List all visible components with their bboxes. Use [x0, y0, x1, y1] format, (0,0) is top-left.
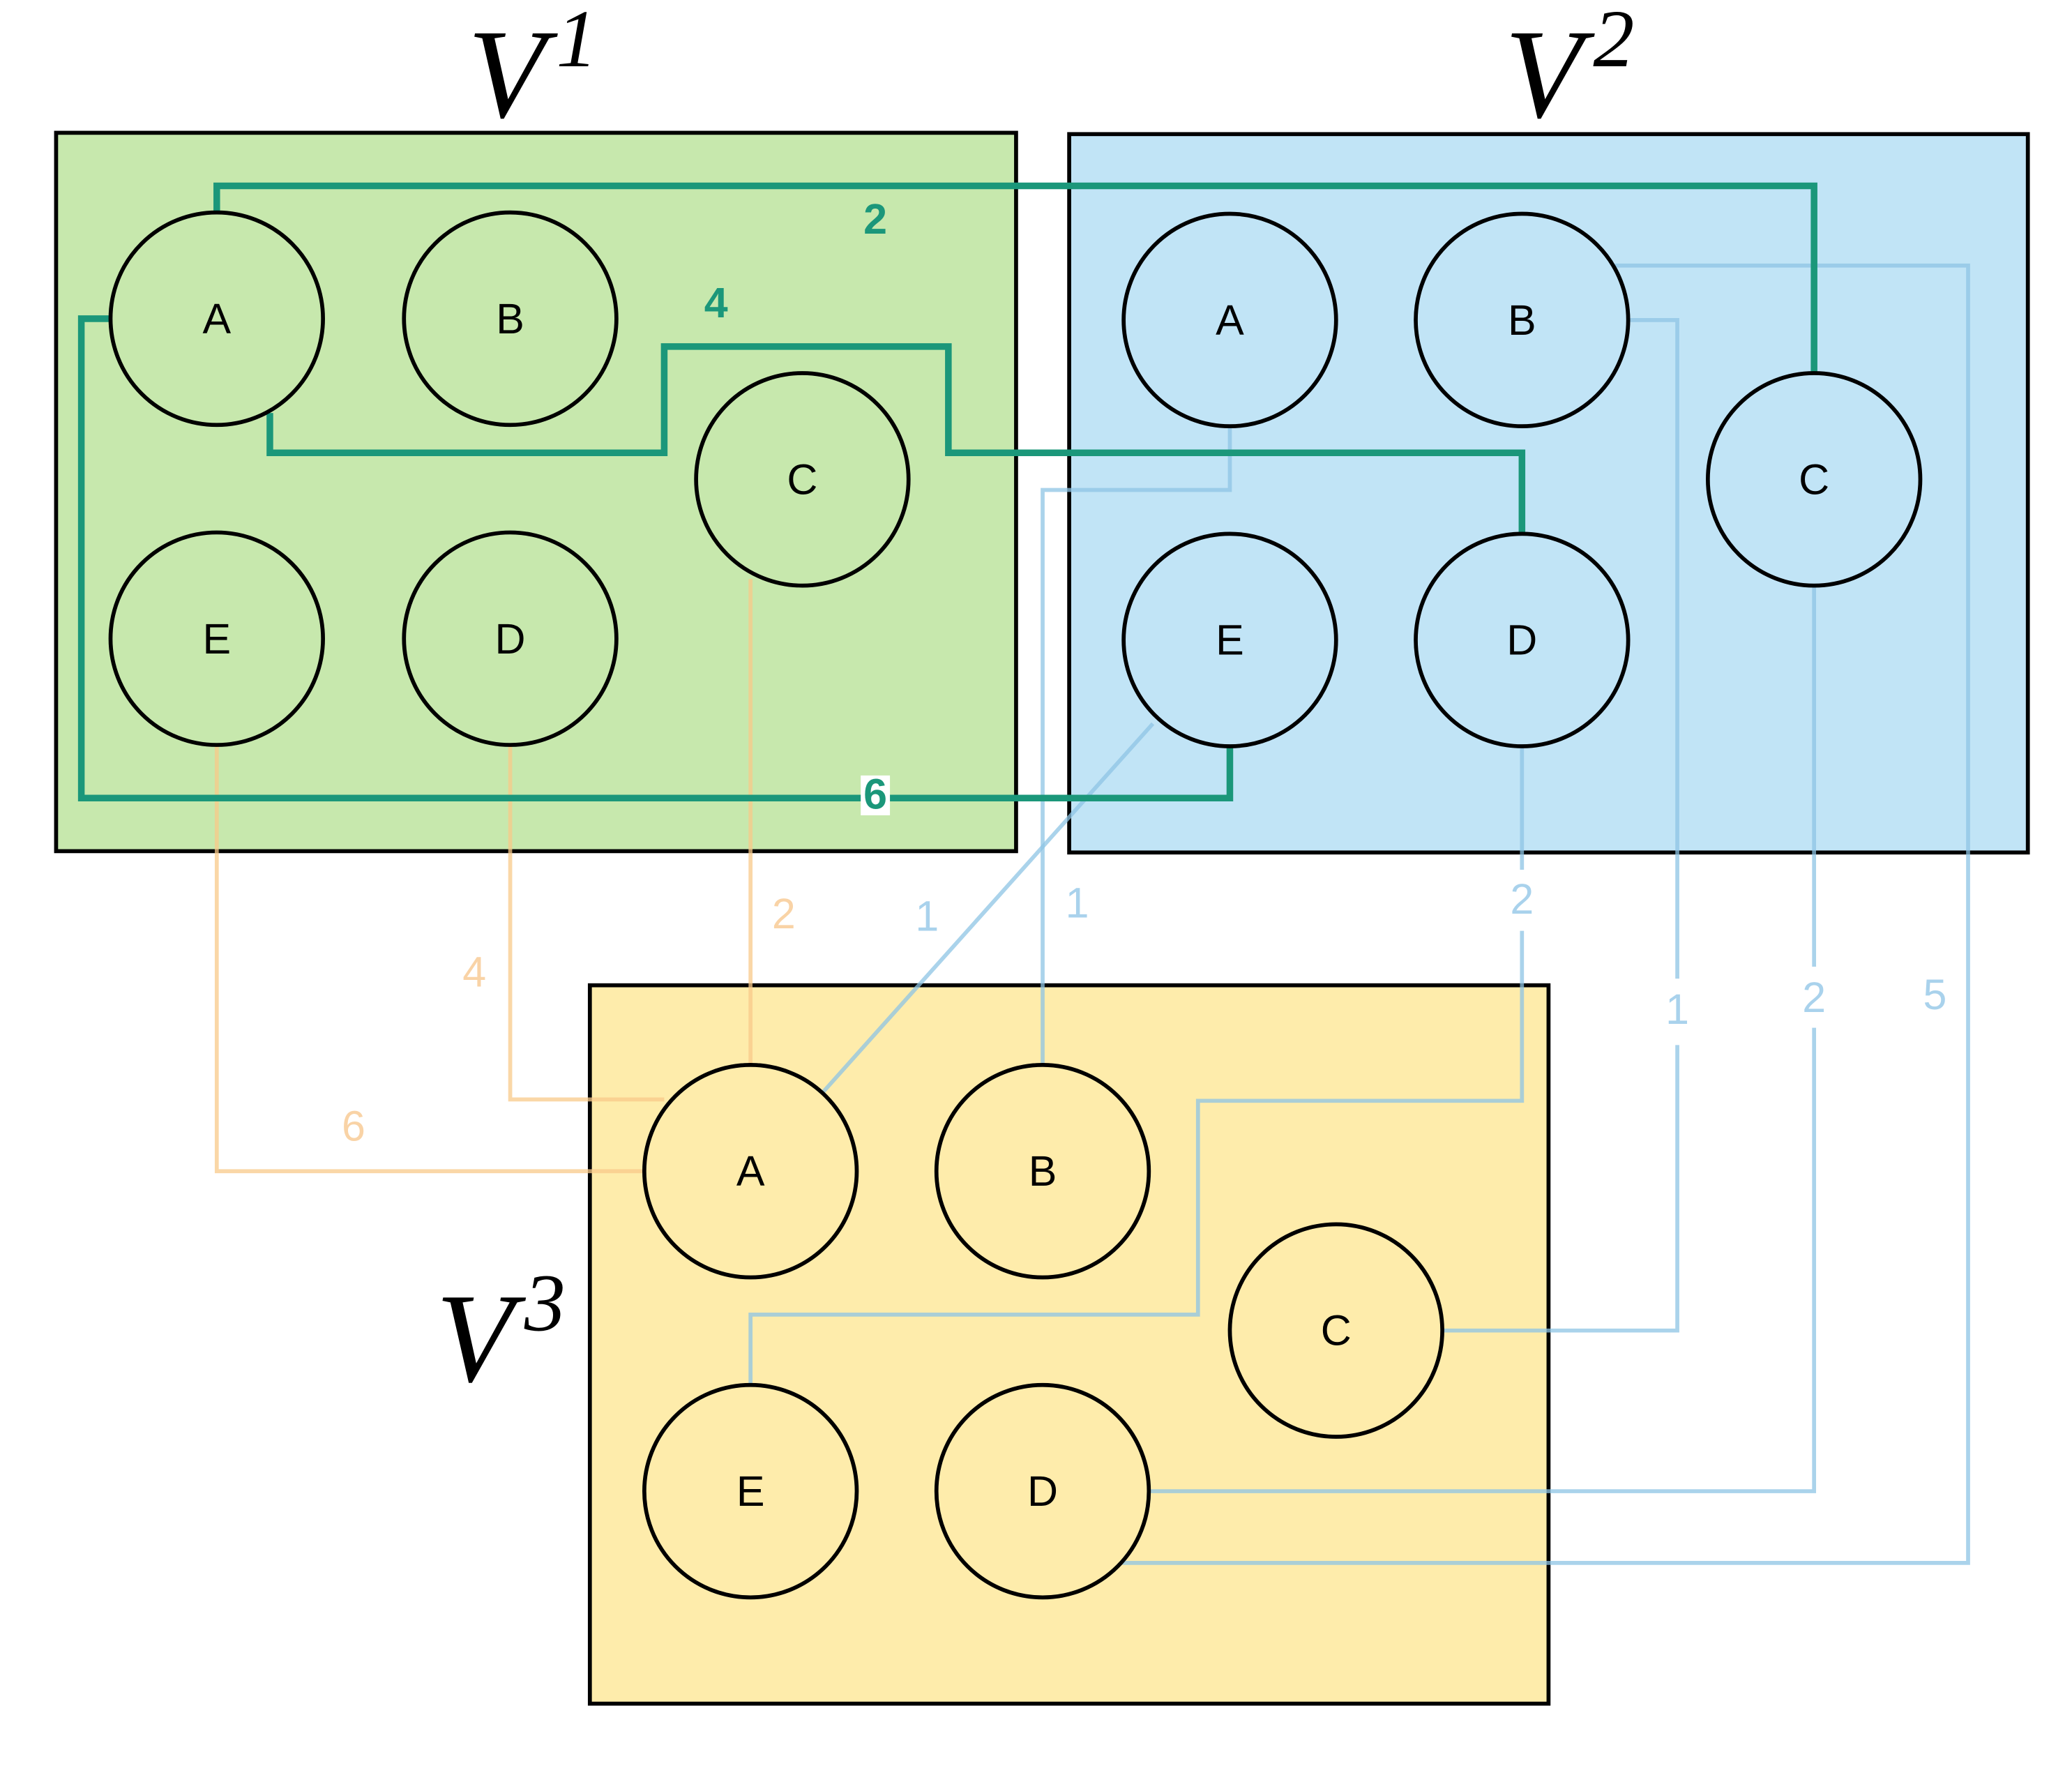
svg-text:D: D — [1506, 617, 1537, 664]
weight-v2B-v3C: 1 — [1665, 986, 1689, 1033]
svg-text:A: A — [202, 295, 231, 342]
node-v3-C: C — [1227, 1222, 1444, 1439]
svg-text:A: A — [736, 1147, 765, 1195]
svg-text:C: C — [787, 455, 817, 503]
weight-v1A-v2C: 2 — [863, 195, 887, 243]
weight-v2A-v3B: 1 — [1066, 879, 1089, 927]
svg-text:C: C — [1321, 1307, 1352, 1354]
weight-v2E-v3A: 1 — [915, 893, 939, 940]
weight-v1A-v2E: 6 — [863, 771, 887, 818]
svg-text:B: B — [496, 295, 524, 342]
node-v2-E: E — [1121, 531, 1338, 748]
weight-v1E-v3A: 6 — [342, 1102, 365, 1149]
edge-v2E-v3A — [822, 722, 1155, 1093]
edge-v2B-v3D — [1122, 263, 1970, 1565]
svg-text:B: B — [1029, 1147, 1057, 1195]
node-v2-C: C — [1706, 371, 1923, 588]
weight-v2B-v3D: 5 — [1923, 971, 1946, 1018]
node-v2-A: A — [1121, 211, 1338, 428]
node-v3-A: A — [642, 1063, 859, 1280]
edge-v1E-v3A — [214, 746, 644, 1174]
svg-text:D: D — [1027, 1467, 1058, 1515]
edge-v2B-v3C — [1442, 317, 1679, 1333]
edge-v2A-v3B — [1041, 428, 1232, 1064]
node-v2-D: D — [1414, 531, 1631, 748]
svg-text:E: E — [1216, 617, 1244, 664]
node-v1-B: B — [402, 210, 619, 428]
weight-v2D-v3E: 2 — [1510, 875, 1534, 923]
edge-v1A-v2E — [77, 315, 1234, 801]
weight-v1D-v3A: 4 — [462, 949, 486, 996]
node-v3-E: E — [642, 1382, 859, 1600]
edge-v2C-v3D — [1149, 587, 1817, 1493]
node-v3-D: D — [934, 1382, 1151, 1600]
weight-v2C-v3D: 2 — [1802, 974, 1826, 1021]
edge-v1A-v2C — [213, 182, 1817, 375]
edge-v2D-v3E — [748, 746, 1525, 1385]
weight-v1A-v2D: 4 — [704, 279, 728, 326]
svg-text:A: A — [1216, 296, 1244, 344]
svg-text:D: D — [495, 615, 526, 663]
node-v1-D: D — [402, 530, 619, 747]
node-v2-B: B — [1414, 211, 1631, 428]
weight-v1C-v3A: 2 — [772, 890, 796, 937]
edge-v1D-v3A — [508, 746, 665, 1102]
node-v1-C: C — [694, 371, 911, 588]
svg-text:B: B — [1508, 296, 1536, 344]
svg-text:E: E — [736, 1467, 765, 1515]
node-v3-B: B — [934, 1063, 1151, 1280]
svg-text:E: E — [202, 615, 231, 663]
node-v1-A: A — [108, 210, 325, 428]
node-v1-E: E — [108, 530, 325, 747]
svg-text:C: C — [1799, 455, 1829, 503]
edge-v1A-v2D — [266, 343, 1526, 534]
